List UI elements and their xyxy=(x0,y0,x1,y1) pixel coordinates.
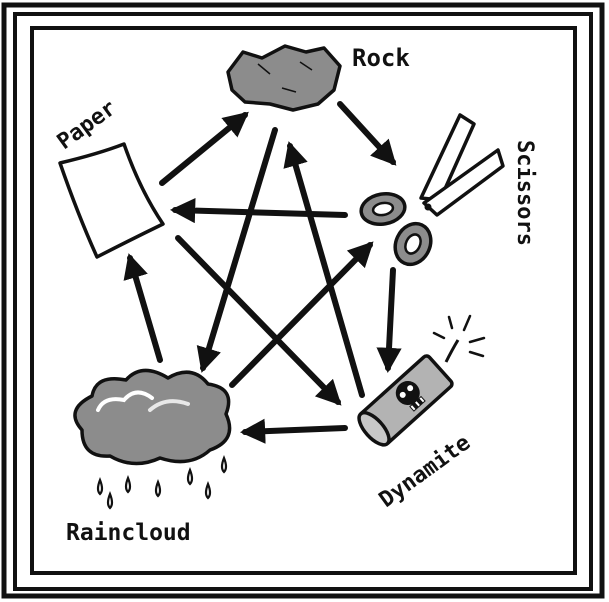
arrow-scissors-to-dynamite xyxy=(376,267,402,374)
arrow-dynamite-to-raincloud xyxy=(239,418,348,444)
label-rock: Rock xyxy=(352,44,410,72)
arrow-paper-to-rock xyxy=(159,111,249,186)
paper-icon xyxy=(58,142,165,259)
rock-icon xyxy=(226,44,342,112)
arrow-rock-to-raincloud xyxy=(196,127,278,373)
scissors-icon xyxy=(359,113,505,267)
arrow-raincloud-to-scissors xyxy=(229,241,374,388)
label-raincloud: Raincloud xyxy=(66,520,191,546)
dynamite-icon xyxy=(357,314,486,447)
arrow-dynamite-to-rock xyxy=(283,141,365,398)
arrow-raincloud-to-paper xyxy=(123,253,163,363)
arrow-scissors-to-paper xyxy=(169,197,348,224)
arrow-paper-to-dynamite xyxy=(175,235,342,406)
raincloud-icon xyxy=(73,368,232,510)
label-scissors: Scissors xyxy=(512,140,537,246)
arrow-rock-to-scissors xyxy=(337,101,397,166)
